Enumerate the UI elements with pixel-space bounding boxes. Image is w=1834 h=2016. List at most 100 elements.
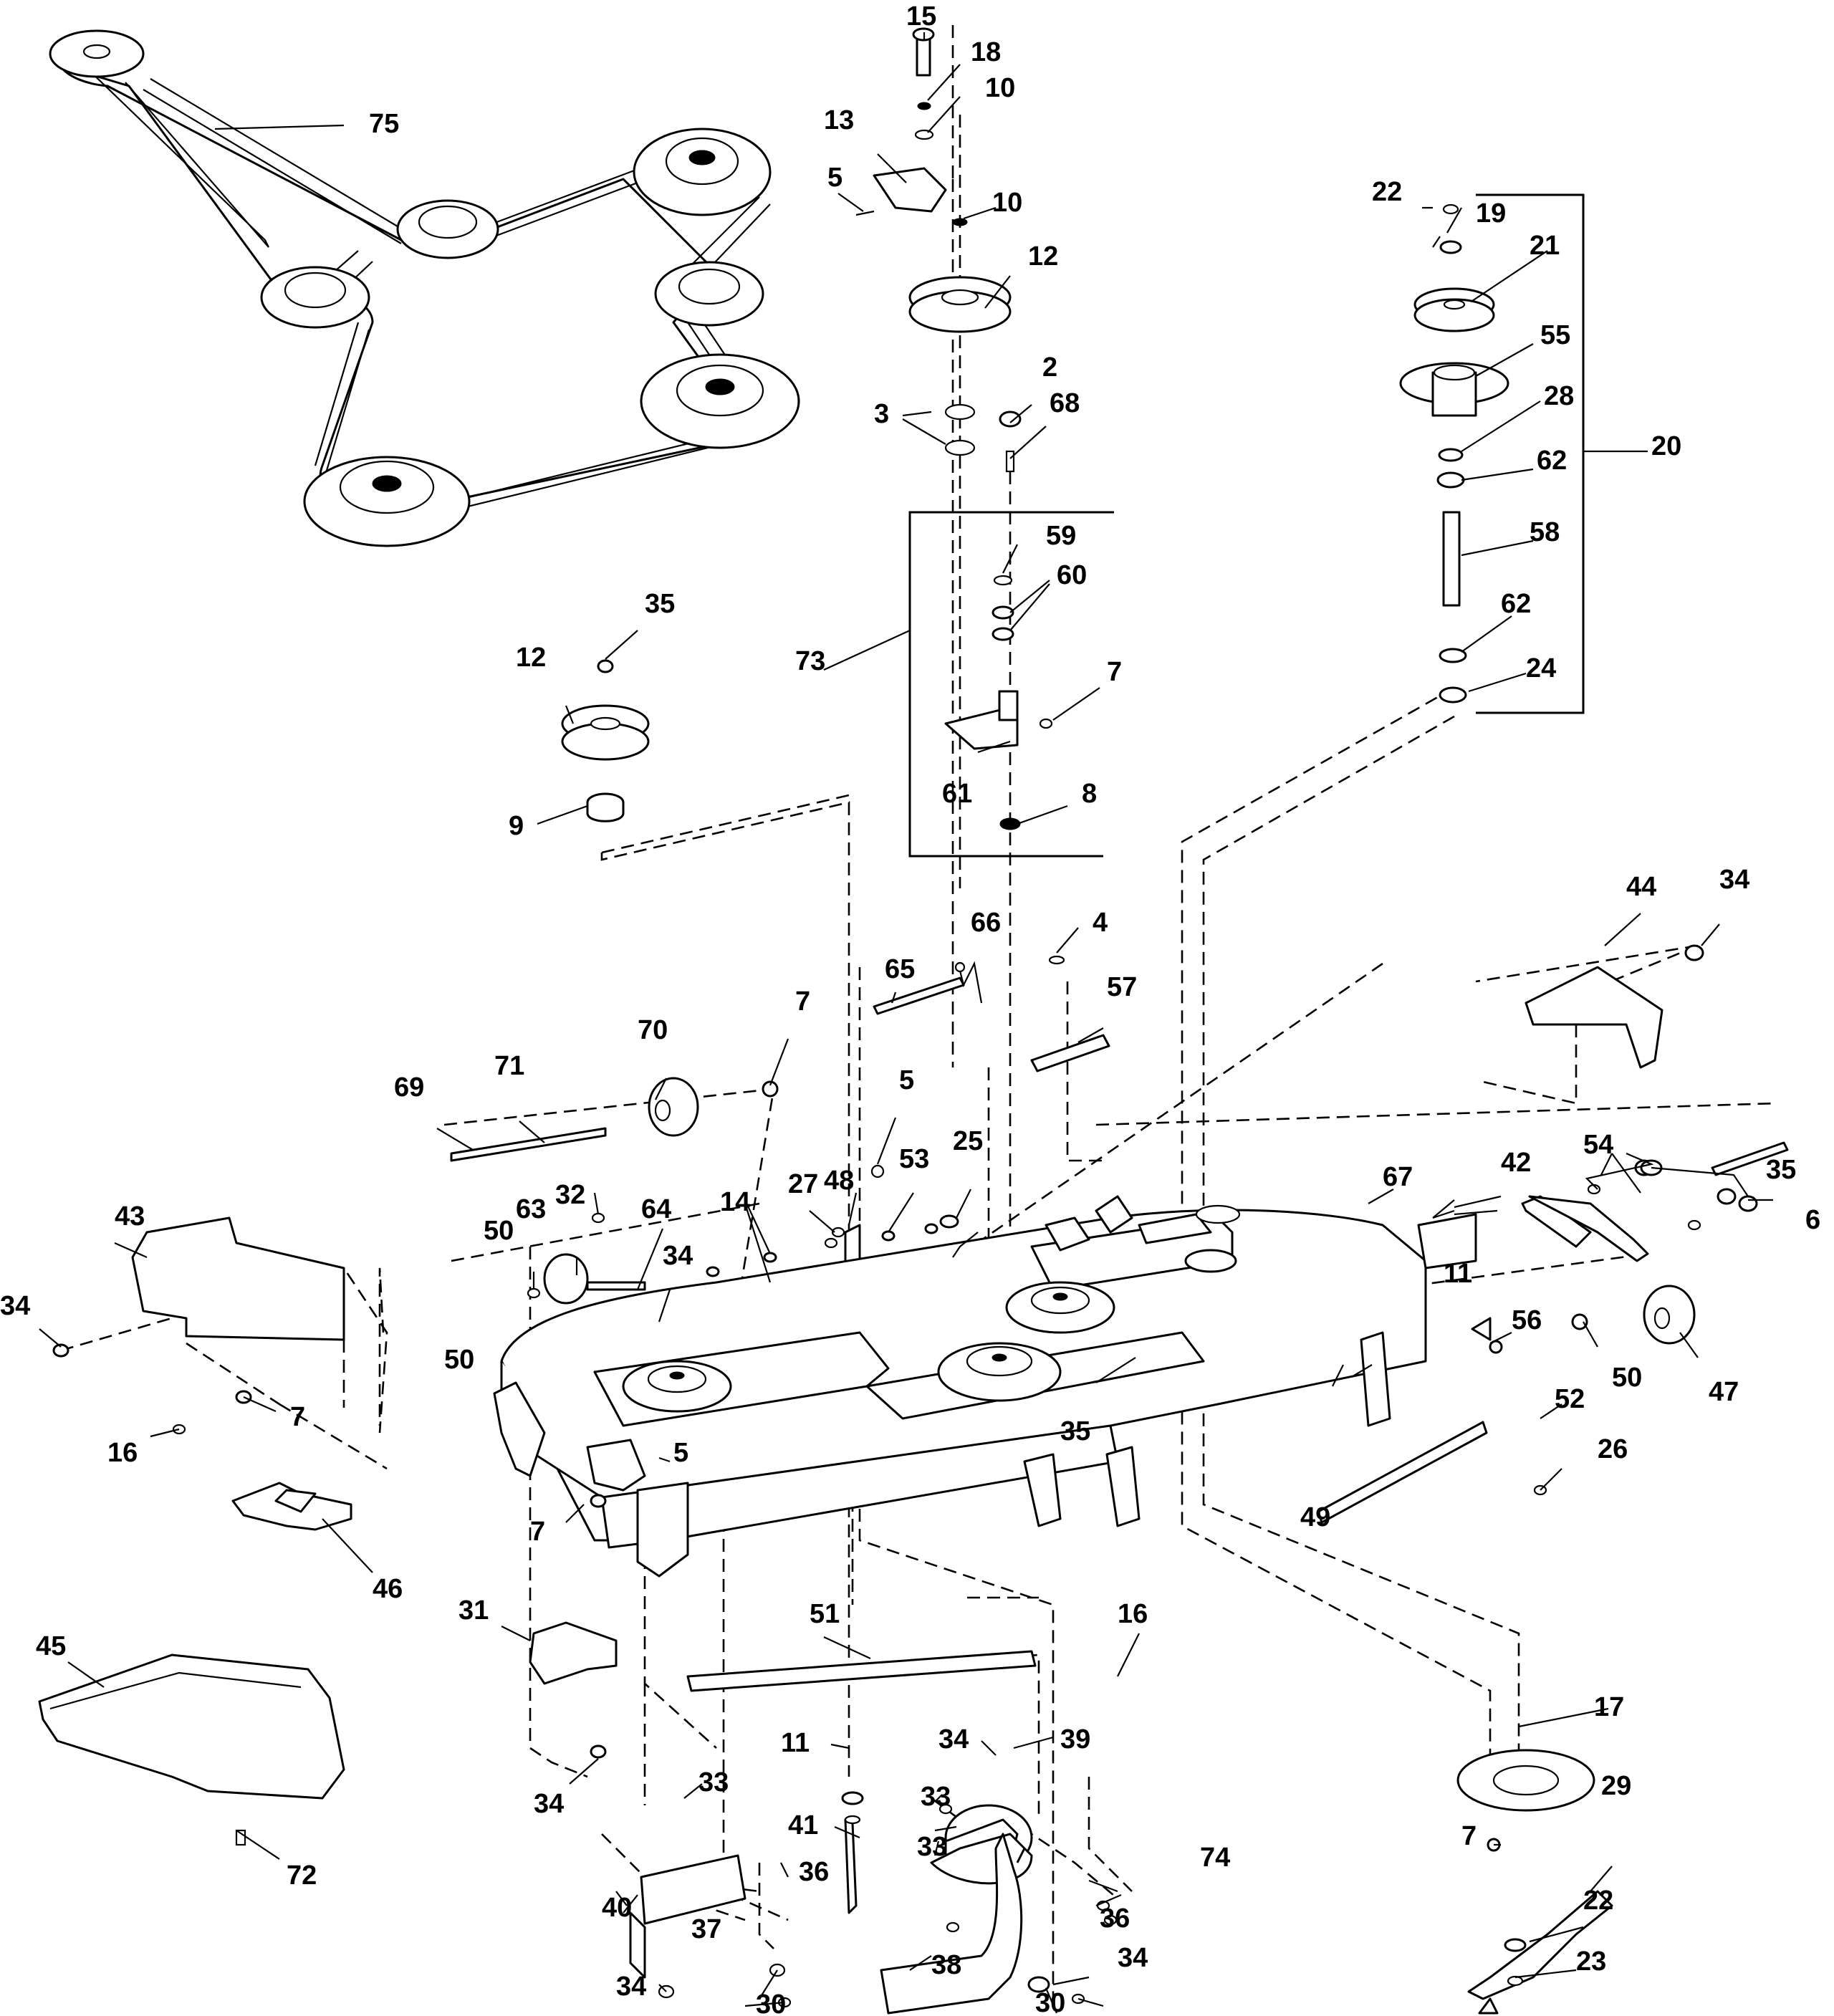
callout-35c: 35 [1060,1416,1090,1446]
callout-64: 64 [641,1194,671,1224]
callout-36b: 36 [1100,1904,1130,1934]
bottom-parts [629,1749,1613,2015]
callout-66: 66 [971,908,1001,938]
callout-62: 62 [1537,446,1567,476]
callout-44: 44 [1626,872,1656,902]
callout-7b: 7 [795,987,810,1017]
callout-38: 38 [931,1950,961,1980]
callout-56: 56 [1512,1305,1542,1335]
belt-assembly [49,29,800,547]
callout-13: 13 [824,105,854,135]
callout-33b: 33 [921,1782,951,1812]
callout-72: 72 [287,1861,317,1891]
spindle-assembly [1399,193,1585,714]
callout-53: 53 [899,1144,929,1174]
mower-deck [493,1195,1477,1578]
callout-10: 10 [985,73,1015,103]
callout-24: 24 [1526,653,1556,683]
callout-34f: 34 [616,1972,646,2002]
callout-11b: 11 [781,1728,810,1758]
callout-34a: 34 [1719,865,1749,895]
callout-68: 68 [1050,388,1080,418]
callout-7c: 7 [290,1402,305,1432]
callout-50c: 50 [444,1345,474,1375]
callout-18: 18 [971,37,1001,67]
callout-34g: 34 [1118,1943,1148,1973]
callout-10b: 10 [992,188,1022,218]
callout-54: 54 [1583,1130,1613,1160]
callout-34d: 34 [938,1724,969,1755]
assembly-73-bracket [908,511,1114,858]
callout-27: 27 [788,1169,818,1199]
callout-65: 65 [885,954,915,984]
callout-5: 5 [827,163,842,193]
callout-37: 37 [691,1914,721,1944]
callout-8: 8 [1082,779,1097,809]
callout-49: 49 [1300,1502,1330,1532]
callout-35a: 35 [645,589,675,619]
callout-75: 75 [369,109,399,139]
callout-6: 6 [1805,1205,1820,1235]
callout-46: 46 [373,1574,403,1604]
callout-63: 63 [516,1194,546,1224]
callout-28: 28 [1544,381,1574,411]
callout-29: 29 [1601,1771,1631,1801]
left-idler [561,659,650,822]
callout-21: 21 [1530,231,1560,261]
callout-41: 41 [788,1810,818,1840]
callout-19: 19 [1476,198,1506,229]
right-side-parts [1317,944,1789,1524]
callout-36a: 36 [799,1857,829,1887]
callout-15: 15 [906,1,936,32]
callout-14: 14 [720,1187,750,1217]
callout-71: 71 [494,1051,524,1081]
callout-58: 58 [1530,517,1560,547]
callout-17: 17 [1594,1692,1624,1722]
callout-33a: 33 [698,1767,729,1797]
callout-39: 39 [1060,1724,1090,1755]
callout-7e: 7 [1461,1821,1477,1851]
callout-59: 59 [1046,521,1076,551]
callout-25: 25 [953,1126,983,1156]
callout-12: 12 [1028,241,1058,272]
callout-34b: 34 [663,1241,693,1271]
callout-7a: 7 [1107,657,1122,687]
callout-4: 4 [1093,908,1108,938]
callout-62b: 62 [1501,589,1531,619]
callout-20: 20 [1651,431,1681,461]
callout-5b: 5 [899,1065,914,1095]
callout-23: 23 [1576,1947,1606,1977]
callout-26: 26 [1598,1434,1628,1464]
callout-5c: 5 [673,1438,688,1468]
callout-11a: 11 [1444,1259,1472,1289]
callout-52: 52 [1555,1384,1585,1414]
callout-43: 43 [115,1201,145,1232]
callout-50b: 50 [1612,1363,1642,1393]
callout-60: 60 [1057,560,1087,590]
callout-30b: 30 [1035,1988,1065,2016]
callout-7d: 7 [530,1517,545,1547]
callout-2: 2 [1042,352,1057,383]
callout-9: 9 [509,811,524,841]
callout-31: 31 [458,1595,489,1626]
callout-33c: 33 [917,1832,947,1862]
callout-16a: 16 [107,1438,138,1468]
callout-22: 22 [1372,177,1402,207]
callout-55: 55 [1540,320,1570,350]
callout-74: 74 [1200,1843,1230,1873]
idler-stack [855,27,1053,830]
callout-32: 32 [555,1180,585,1210]
leader-lines [39,32,1773,2014]
callout-16b: 16 [1118,1599,1148,1629]
callout-35b: 35 [1766,1155,1796,1185]
callout-70: 70 [638,1015,668,1045]
callout-57: 57 [1107,972,1137,1002]
callout-3: 3 [874,399,889,429]
callout-34e: 34 [534,1789,564,1819]
callout-69: 69 [394,1072,424,1103]
callout-22b: 22 [1583,1886,1613,1916]
callout-67: 67 [1383,1162,1413,1192]
callout-34c: 34 [0,1291,30,1321]
